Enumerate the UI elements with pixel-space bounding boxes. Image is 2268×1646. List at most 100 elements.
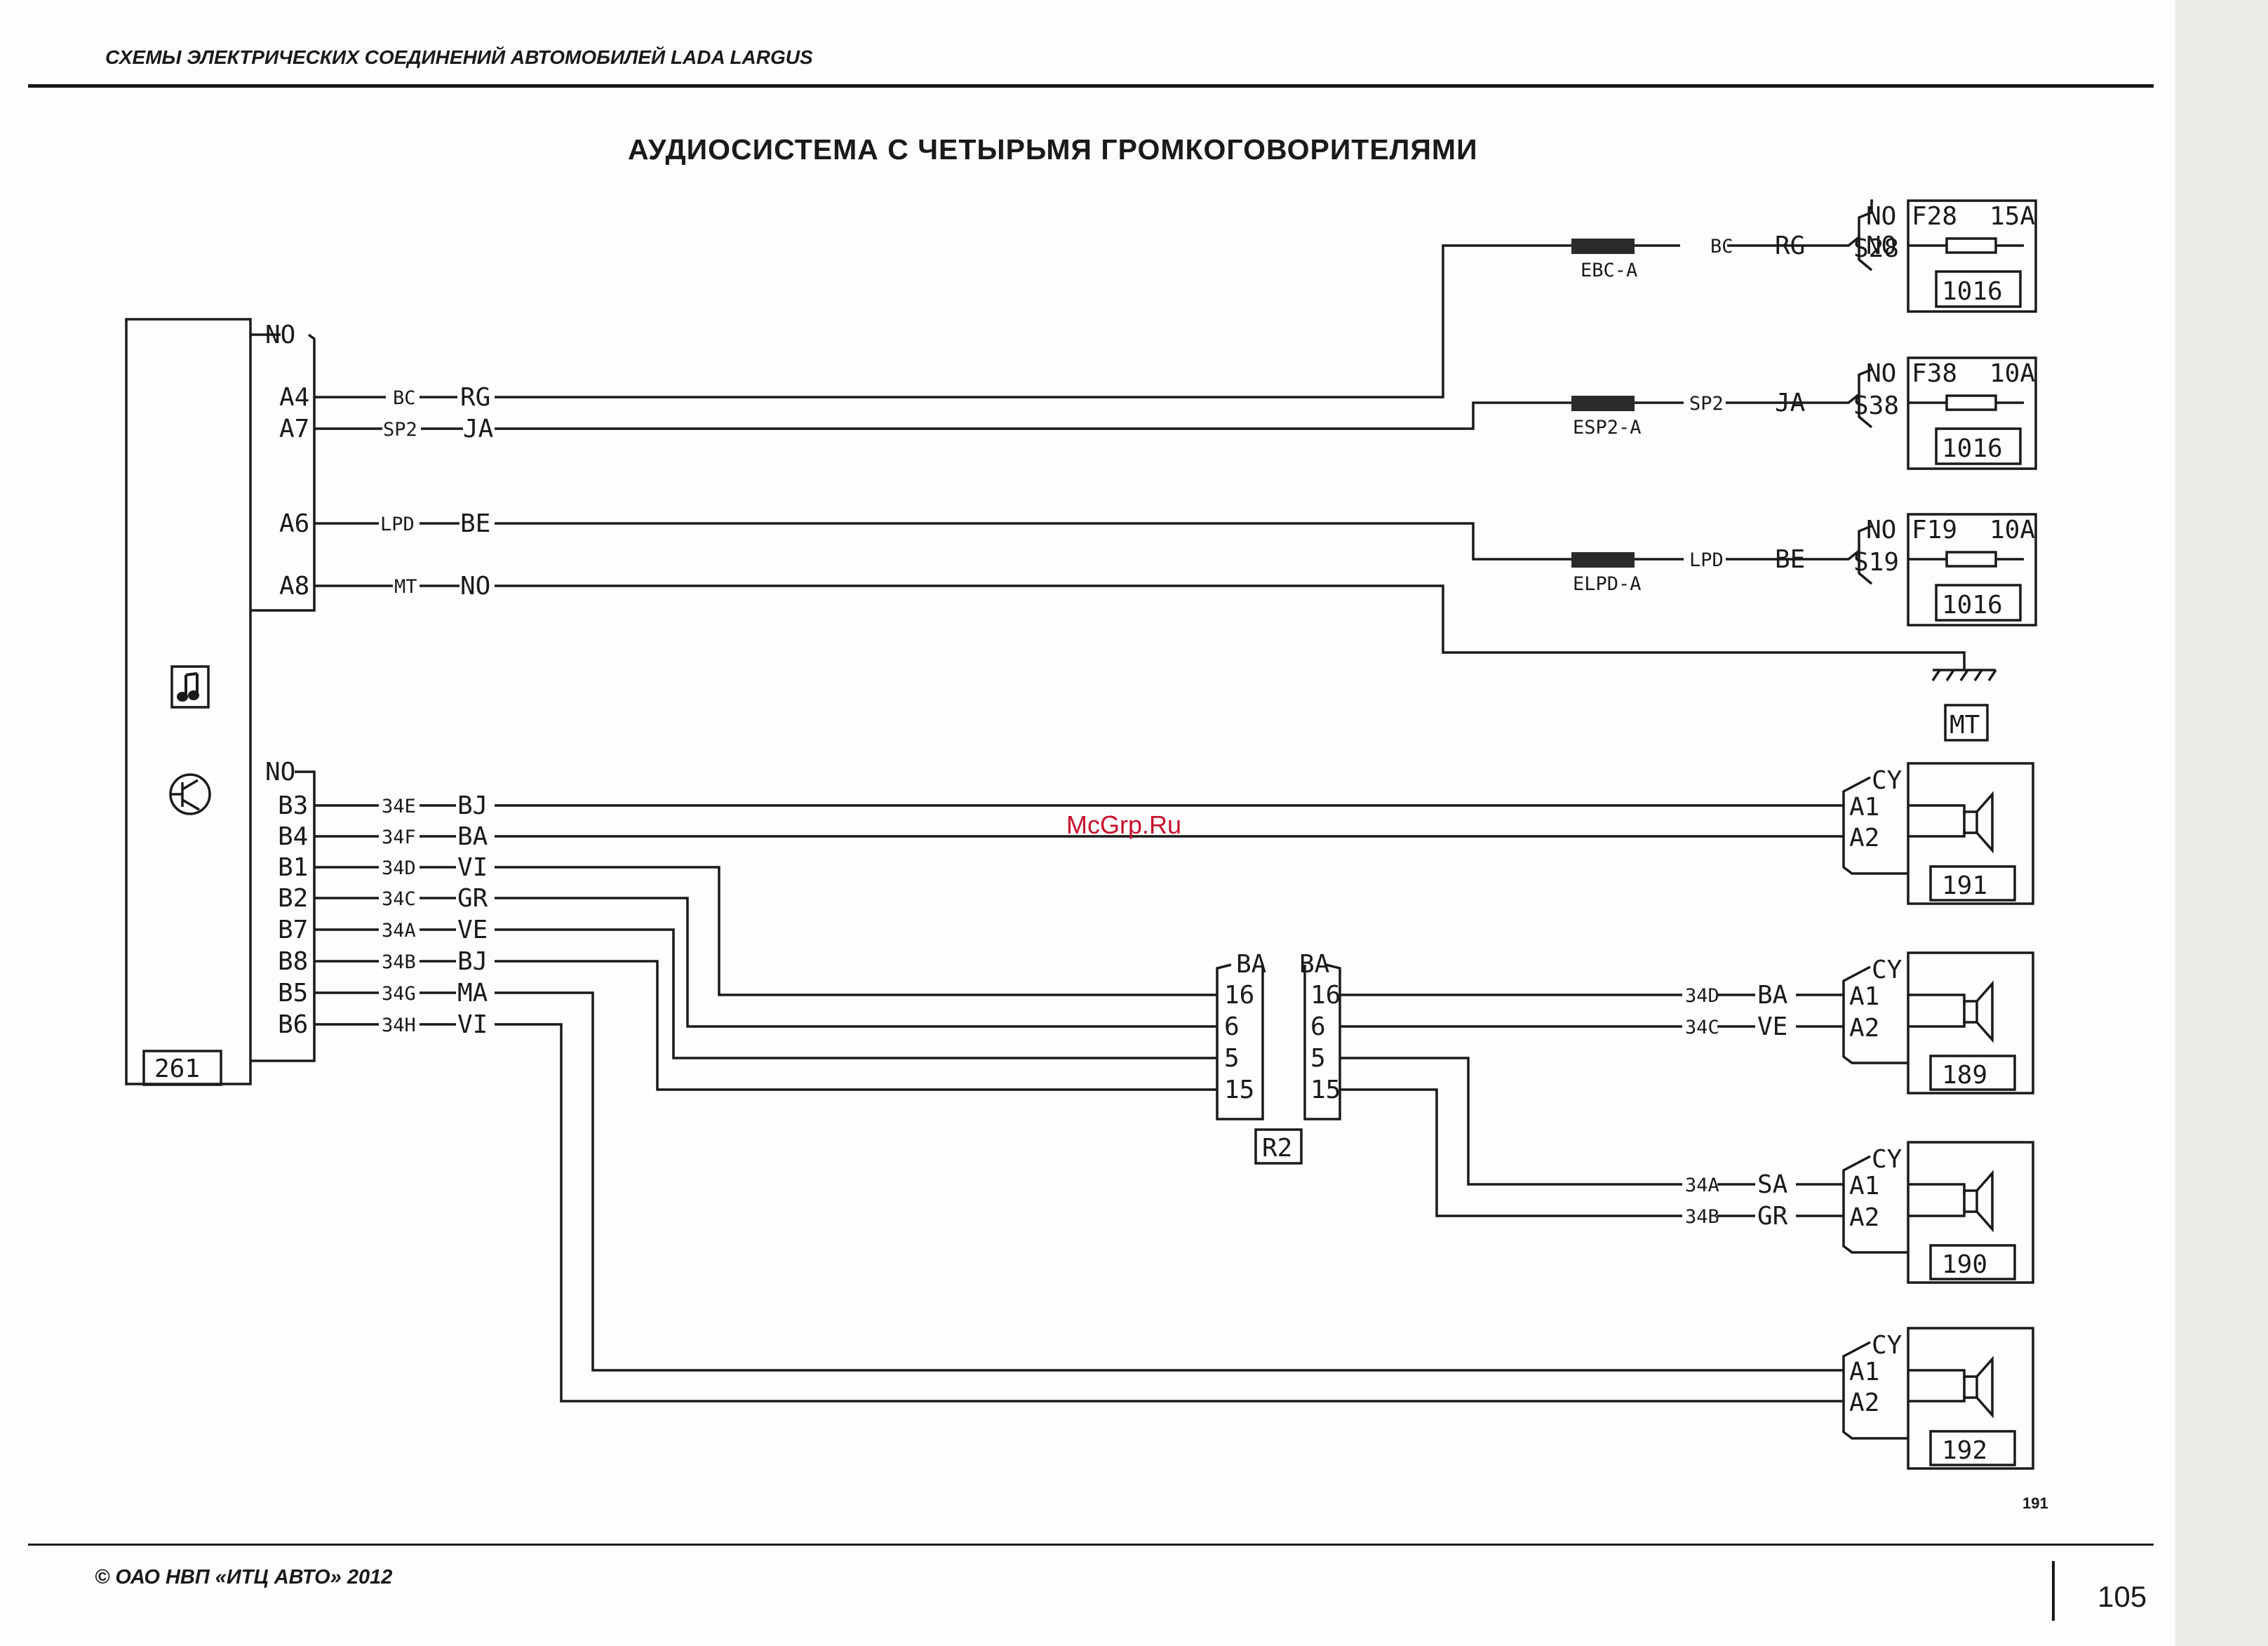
radio-bottom-connector-color: NO: [265, 758, 295, 787]
pin-label: B4: [278, 822, 308, 851]
radio-id: 261: [154, 1055, 200, 1083]
pin-label: B7: [278, 916, 308, 944]
r2-right-color: BA: [1299, 950, 1330, 979]
splice-elpd-a: [1571, 552, 1635, 568]
fuse-color: NO: [1866, 202, 1896, 231]
r2-id-box: [1254, 1128, 1303, 1165]
r2-left-color: BA: [1236, 950, 1267, 979]
speaker-color: CY: [1872, 1331, 1903, 1360]
wire-code-label: 34B: [382, 951, 416, 973]
wire-color-label: BE: [460, 509, 490, 538]
wire-color-label: GR: [457, 884, 488, 913]
fuse-box-f28: [1907, 199, 2037, 313]
radio-id-box: [142, 1050, 222, 1086]
speaker-color: CY: [1872, 1145, 1903, 1174]
fuse-box-id: 1016: [1942, 277, 2003, 306]
speaker-pin: A2: [1849, 1014, 1879, 1043]
splices: [1571, 239, 1635, 568]
radio-body: [125, 318, 252, 1085]
splice-label: ELPD-A: [1573, 573, 1642, 595]
r2-pin: 6: [1310, 1012, 1326, 1041]
wire-code-label: LPD: [1689, 549, 1724, 571]
r2-pin: 15: [1310, 1076, 1341, 1104]
fuse-box-f19: [1907, 513, 2037, 627]
pin-label: A6: [279, 509, 309, 538]
music-icon-box: [170, 665, 210, 709]
wire-color-label: BA: [1757, 981, 1788, 1010]
speaker-id: 192: [1942, 1436, 1987, 1465]
footer-rule: [28, 1544, 2154, 1546]
r2-pin: 6: [1224, 1012, 1240, 1041]
wire-color-label: BE: [1775, 545, 1805, 574]
wire-color-label: NO: [460, 572, 490, 601]
speaker-pin: A1: [1849, 793, 1879, 822]
fuse-pin: S38: [1853, 392, 1899, 420]
fuse-pin: S19: [1853, 548, 1899, 577]
fuse-id: F28: [1912, 202, 1957, 231]
fuse-rating: 15A: [1989, 202, 2035, 231]
speaker-pin: A1: [1849, 1172, 1879, 1200]
fuse-rating: 10A: [1989, 516, 2035, 544]
fuse-id: F19: [1912, 516, 1957, 544]
r2-pin: 15: [1224, 1076, 1254, 1104]
fuse-box-f38: [1907, 356, 2037, 470]
splice-label: ESP2-A: [1573, 417, 1642, 439]
wire-color-label: VI: [457, 1010, 488, 1039]
radio-top-connector-color: NO: [265, 321, 295, 349]
wire-color-label: RG: [460, 383, 490, 412]
pin-label: B6: [278, 1010, 308, 1039]
watermark: McGrp.Ru: [1066, 810, 1181, 839]
wire-code-label: 34G: [382, 983, 416, 1005]
footer-copyright: © ОАО НВП «ИТЦ АВТО» 2012: [95, 1566, 393, 1588]
pin-label: B8: [278, 947, 308, 976]
fuse-rating: 10A: [1989, 359, 2035, 388]
speaker-id: 189: [1942, 1061, 1987, 1090]
wire-code-label: 34C: [1685, 1017, 1719, 1038]
wires: [125, 199, 2037, 1470]
pin-label: A8: [279, 572, 309, 601]
r2-right-block: [1303, 963, 1341, 1120]
page-header: СХЕМЫ ЭЛЕКТРИЧЕСКИХ СОЕДИНЕНИЙ АВТОМОБИЛ…: [105, 46, 813, 68]
fuse-id: F38: [1912, 359, 1957, 388]
r2-pin: 16: [1224, 981, 1254, 1010]
wire-code-label: LPD: [380, 514, 415, 535]
wire-code-label: 34D: [382, 857, 416, 879]
diagram-title: АУДИОСИСТЕМА С ЧЕТЫРЬМЯ ГРОМКОГОВОРИТЕЛЯ…: [628, 133, 1478, 166]
wire-code-label: 34A: [1685, 1175, 1719, 1196]
speaker-190-box: [1842, 1141, 2034, 1284]
wire-color-label: BA: [457, 822, 488, 851]
page-number: 105: [2098, 1580, 2147, 1613]
fuse-box-id: 1016: [1942, 434, 2003, 463]
pin-label: B2: [278, 884, 308, 913]
wire-color-label: VI: [457, 853, 488, 882]
footer-bar: [2052, 1561, 2055, 1621]
wire-code-label: 34H: [382, 1015, 416, 1036]
speaker-189-box: [1842, 951, 2034, 1095]
splice-ebc-a: [1571, 239, 1635, 254]
splice-label: EBC-A: [1581, 260, 1637, 281]
speaker-pin: A2: [1849, 1203, 1879, 1232]
r2-id: R2: [1262, 1134, 1292, 1163]
r2-pin: 5: [1310, 1044, 1326, 1073]
wire-code-label: SP2: [1689, 393, 1724, 415]
pin-label: A7: [279, 415, 309, 443]
wire-code-label: MT: [394, 576, 417, 598]
wire-color-label: VE: [1757, 1012, 1787, 1041]
r2-left-block: [1216, 963, 1264, 1120]
wire-color-label: BJ: [457, 947, 488, 976]
pin-label: B3: [278, 791, 308, 820]
speaker-color: CY: [1872, 766, 1903, 795]
speaker-color: CY: [1872, 956, 1903, 984]
pin-label: A4: [279, 383, 309, 412]
wire-code-label: 34B: [1685, 1206, 1719, 1228]
speaker-id: 191: [1942, 871, 1987, 900]
wire-color-label: NO: [1866, 232, 1896, 260]
wire-code-label: 34F: [382, 827, 416, 848]
transistor-icon: [169, 773, 211, 815]
speaker-id: 190: [1942, 1250, 1987, 1279]
header-rule: [28, 84, 2154, 88]
speaker-pin: A2: [1849, 824, 1879, 852]
wire-code-label: 34A: [382, 920, 416, 942]
